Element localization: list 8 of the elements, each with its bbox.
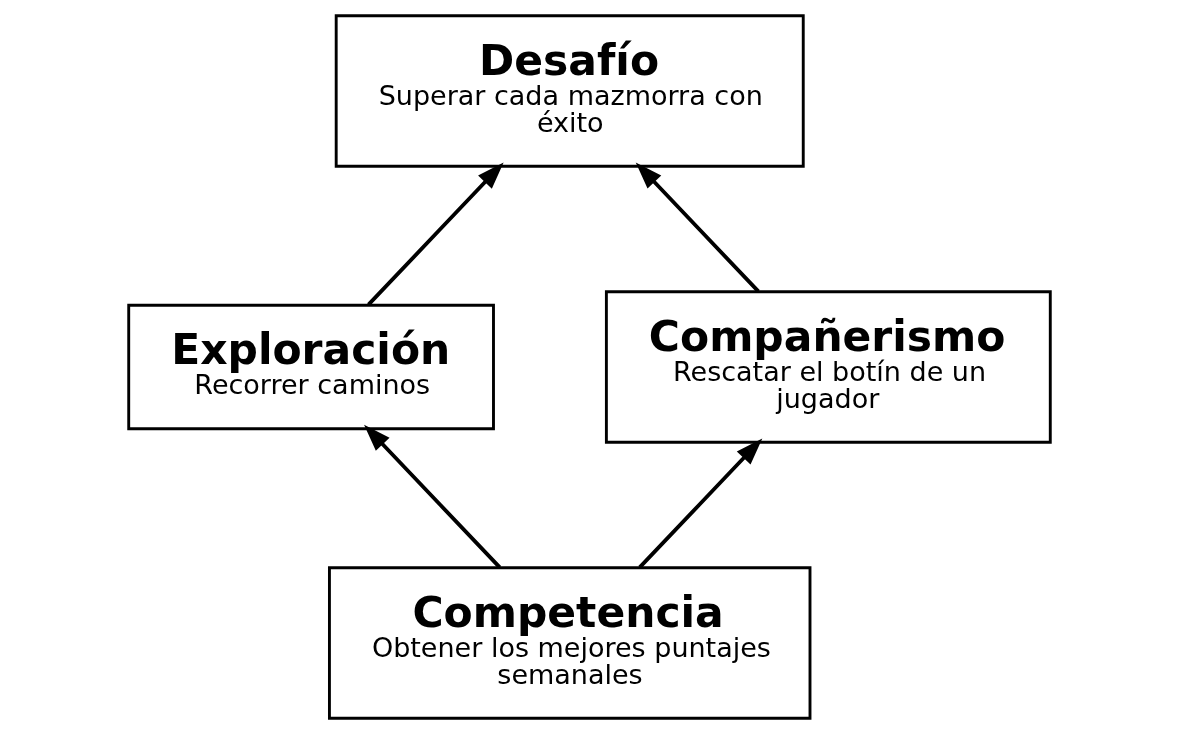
node-box: Desafío Superar cada mazmorra con éxito xyxy=(334,14,805,168)
arrow xyxy=(637,438,762,569)
node-box: Exploración Recorrer caminos xyxy=(126,303,495,431)
node-box: Competencia Obtener los mejores puntajes semanales xyxy=(327,566,811,720)
node-box: Compañerismo Rescatar el botín de un jugador xyxy=(604,290,1052,444)
arrow xyxy=(635,162,760,293)
arrow xyxy=(363,424,501,569)
arrow xyxy=(366,162,504,306)
